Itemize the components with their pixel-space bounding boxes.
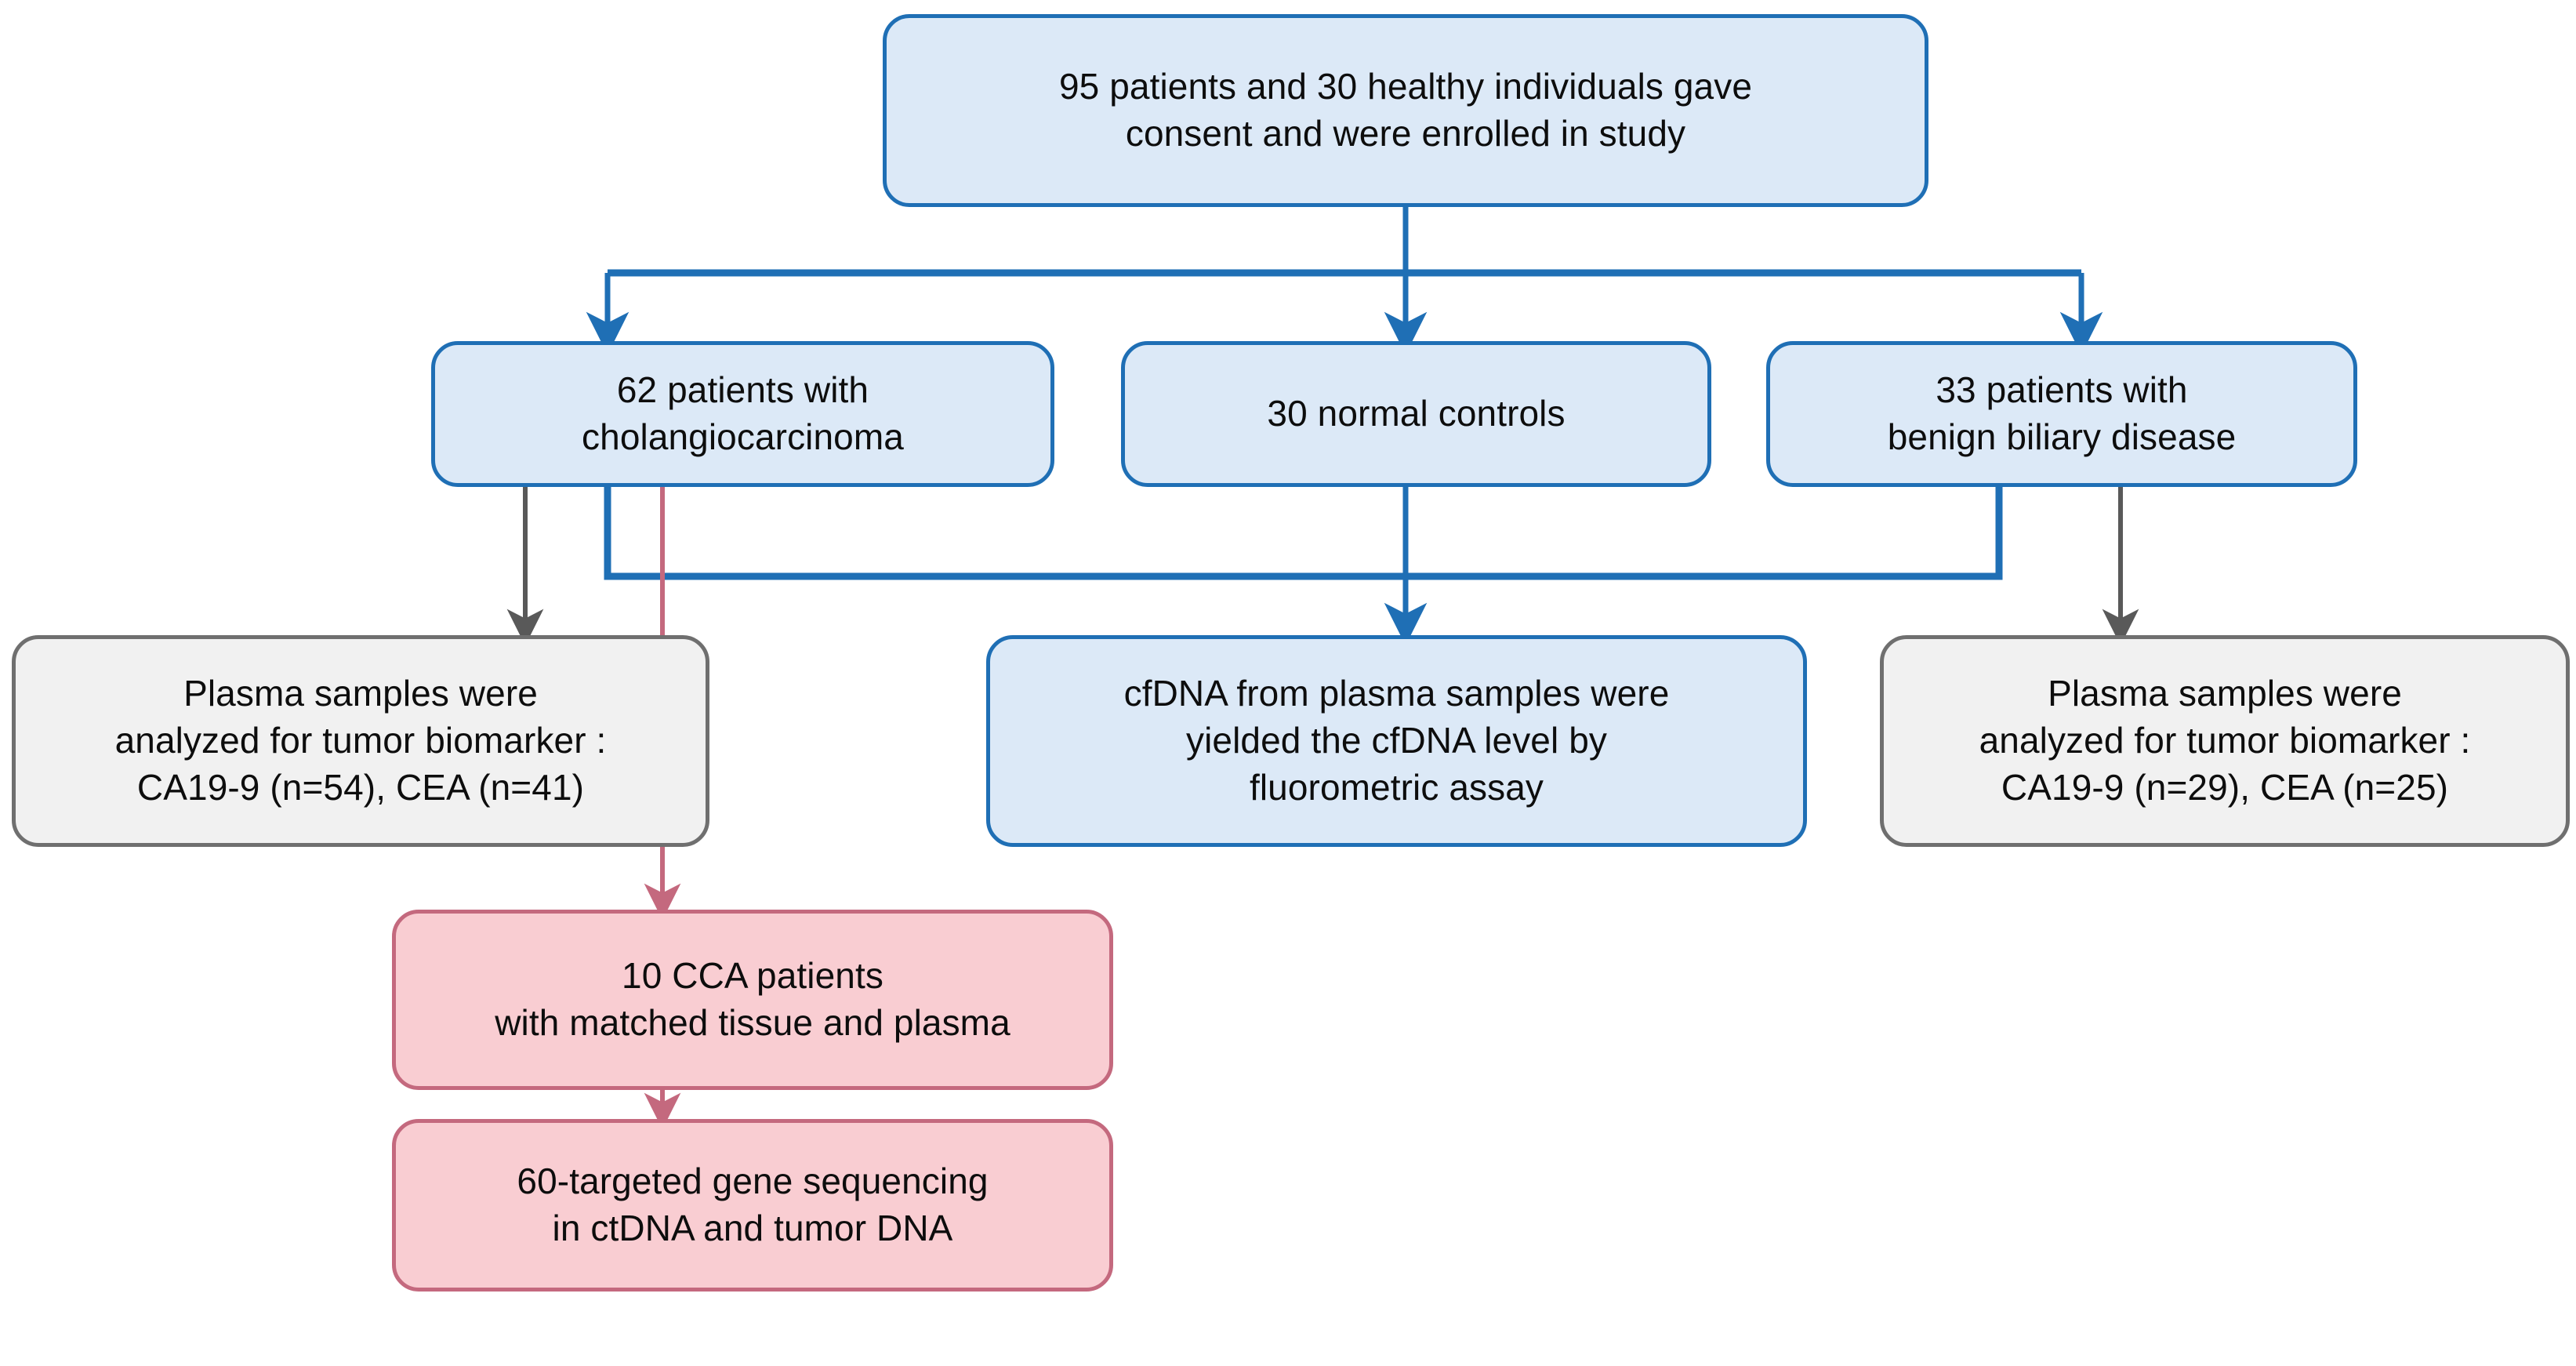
node-cholangiocarcinoma[interactable]: 62 patients with cholangiocarcinoma bbox=[431, 341, 1054, 487]
node-matched-tissue-plasma[interactable]: 10 CCA patients with matched tissue and … bbox=[392, 910, 1113, 1090]
node-cfdna-quantification[interactable]: cfDNA from plasma samples were yielded t… bbox=[986, 635, 1807, 847]
node-biomarker-analysis-benign[interactable]: Plasma samples were analyzed for tumor b… bbox=[1880, 635, 2570, 847]
node-enrollment[interactable]: 95 patients and 30 healthy individuals g… bbox=[883, 14, 1928, 207]
node-biomarker-analysis-cca[interactable]: Plasma samples were analyzed for tumor b… bbox=[12, 635, 709, 847]
node-targeted-gene-sequencing[interactable]: 60-targeted gene sequencing in ctDNA and… bbox=[392, 1119, 1113, 1292]
edge-cfdna-bus bbox=[604, 487, 2003, 580]
node-normal-controls[interactable]: 30 normal controls bbox=[1121, 341, 1711, 487]
node-benign-biliary-disease[interactable]: 33 patients with benign biliary disease bbox=[1766, 341, 2357, 487]
